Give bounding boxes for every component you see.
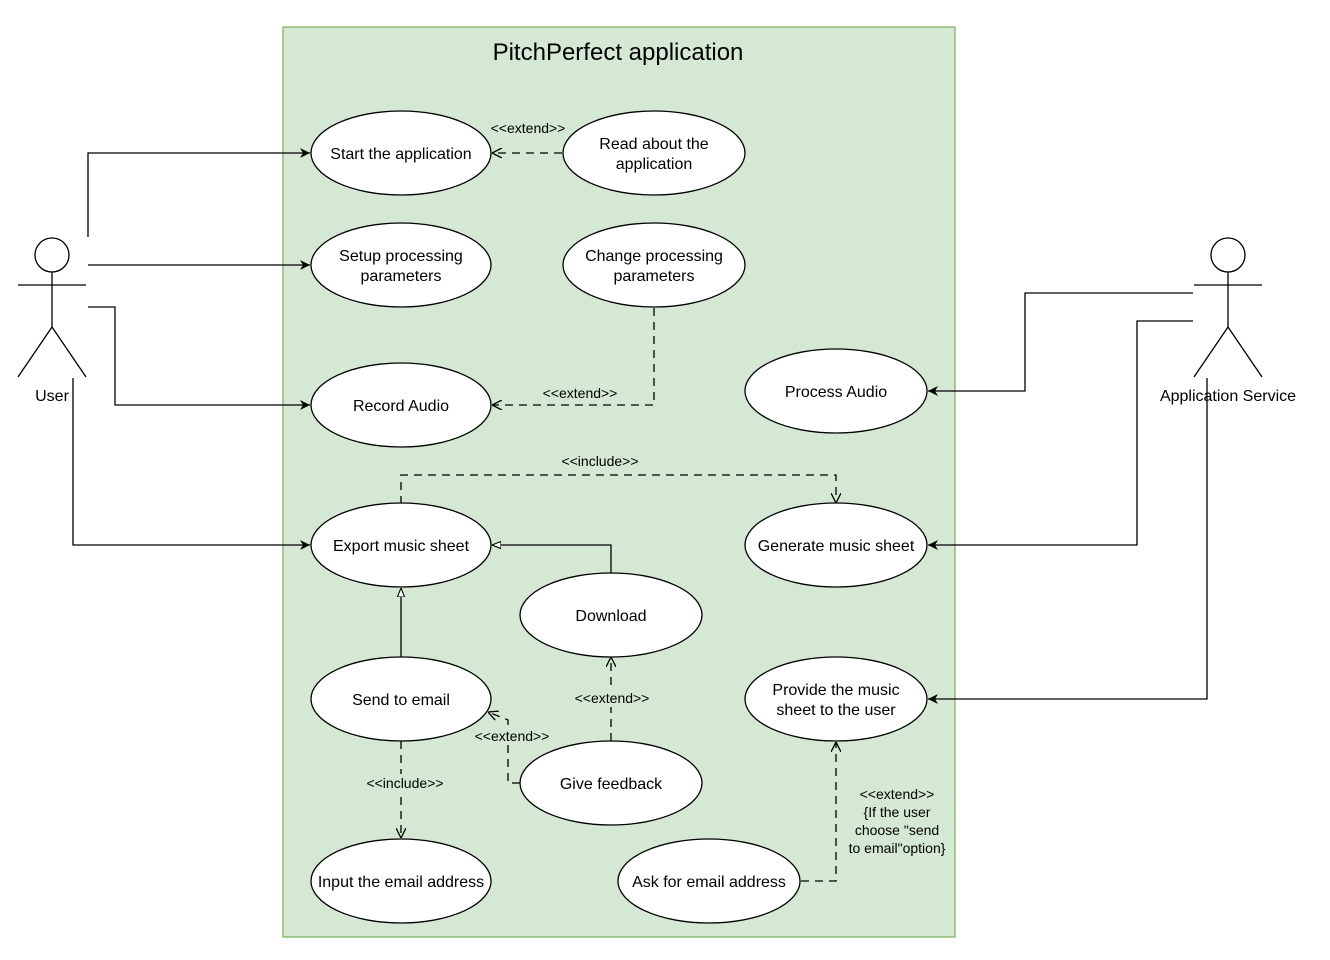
assoc-service-provide — [928, 378, 1208, 704]
svg-text:Setup processing: Setup processing — [339, 248, 463, 265]
usecase-input-email-address[interactable]: Input the email address — [310, 838, 492, 924]
assoc-service-process — [928, 292, 1193, 396]
svg-text:Download: Download — [575, 608, 646, 625]
svg-text:Send to email: Send to email — [352, 692, 450, 709]
svg-text:Process Audio: Process Audio — [785, 384, 887, 401]
usecase-start-application[interactable]: Start the application — [310, 110, 492, 196]
usecase-setup-parameters[interactable]: Setup processing parameters — [310, 222, 492, 308]
extend-change-to-record — [492, 308, 655, 405]
svg-text:Give feedback: Give feedback — [560, 776, 663, 793]
usecase-generate-music-sheet[interactable]: Generate music sheet — [744, 502, 928, 588]
svg-text:<<extend>>: <<extend>> — [860, 786, 935, 802]
svg-text:application: application — [616, 156, 693, 173]
extend-provide-label: <<extend>> {If the user choose "send to … — [843, 784, 951, 860]
usecase-download[interactable]: Download — [519, 572, 703, 658]
extend-change-label: <<extend>> — [543, 385, 618, 401]
usecase-export-music-sheet[interactable]: Export music sheet — [310, 502, 492, 588]
svg-text:Ask for email address: Ask for email address — [632, 874, 786, 891]
extend-feedback-to-send — [488, 712, 520, 784]
system-title: PitchPerfect application — [493, 39, 744, 66]
actor-user-label: User — [35, 388, 69, 405]
usecase-provide-music-sheet[interactable]: Provide the music sheet to the user — [744, 656, 928, 742]
assoc-user-start — [87, 148, 310, 237]
svg-text:Record Audio: Record Audio — [353, 398, 449, 415]
assoc-user-record — [88, 306, 310, 410]
svg-text:to email"option}: to email"option} — [849, 840, 946, 856]
usecase-ask-email-address[interactable]: Ask for email address — [617, 838, 801, 924]
actor-service-label: Application Service — [1160, 388, 1296, 405]
svg-text:choose "send: choose "send — [855, 822, 939, 838]
svg-text:Change processing: Change processing — [585, 248, 723, 265]
svg-text:Provide the music: Provide the music — [772, 682, 899, 699]
usecase-change-parameters[interactable]: Change processing parameters — [562, 222, 746, 308]
svg-text:Start the application: Start the application — [330, 146, 471, 163]
svg-text:parameters: parameters — [361, 268, 442, 285]
extend-ask-to-provide — [801, 742, 836, 882]
assoc-service-generate — [928, 320, 1193, 550]
usecase-give-feedback[interactable]: Give feedback — [519, 740, 703, 826]
extend-download-label: <<extend>> — [575, 690, 650, 706]
usecase-send-to-email[interactable]: Send to email — [310, 656, 492, 742]
extend-send-label: <<extend>> — [475, 728, 550, 744]
svg-text:Generate music sheet: Generate music sheet — [758, 538, 915, 555]
svg-text:Read about the: Read about the — [599, 136, 709, 153]
extend-read-label: <<extend>> — [491, 120, 566, 136]
svg-text:sheet to the user: sheet to the user — [776, 702, 896, 719]
svg-text:Input the email address: Input the email address — [318, 874, 484, 891]
svg-text:{If the user: {If the user — [864, 804, 931, 820]
include-input-label: <<include>> — [366, 775, 443, 791]
usecase-read-about[interactable]: Read about the application — [562, 110, 746, 196]
usecase-process-audio[interactable]: Process Audio — [744, 348, 928, 434]
svg-text:parameters: parameters — [614, 268, 695, 285]
usecase-record-audio[interactable]: Record Audio — [310, 362, 492, 448]
include-generate-label: <<include>> — [561, 453, 638, 469]
actor-user[interactable]: User — [17, 237, 87, 405]
assoc-user-export — [72, 378, 310, 550]
actor-application-service[interactable]: Application Service — [1160, 237, 1296, 405]
svg-text:Export music sheet: Export music sheet — [333, 538, 470, 555]
include-export-generate — [400, 474, 836, 504]
generalization-download-export — [492, 545, 612, 574]
